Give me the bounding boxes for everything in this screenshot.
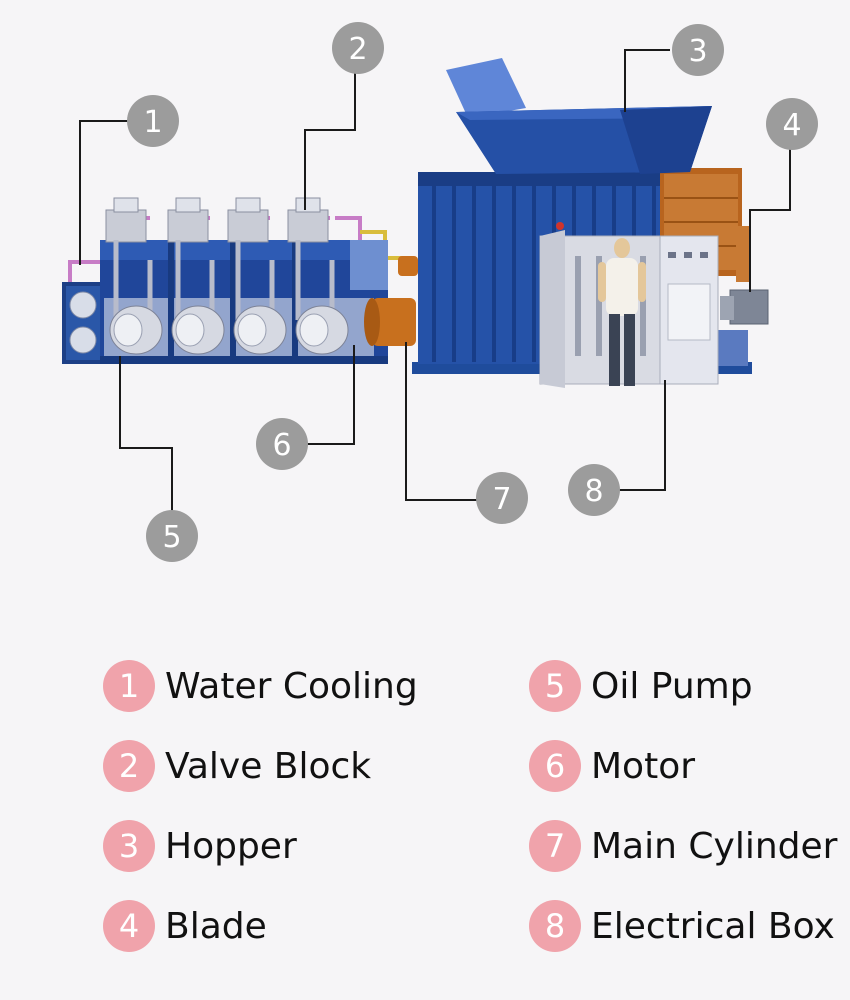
svg-text:7: 7	[492, 482, 511, 517]
legend-label: Valve Block	[165, 745, 372, 787]
machine-diagram: 1 2 3 4 5 6 7 8	[62, 22, 818, 562]
legend-badge: 1	[103, 660, 155, 712]
legend-item-hopper: 3 Hopper	[103, 818, 297, 874]
callout-3: 3	[672, 24, 724, 76]
legend-item-blade: 4 Blade	[103, 898, 267, 954]
main-cylinder	[364, 256, 418, 346]
legend-item-main-cylinder: 7 Main Cylinder	[529, 818, 837, 874]
callout-7: 7	[476, 472, 528, 524]
legend-label: Motor	[591, 745, 696, 787]
svg-text:6: 6	[272, 428, 291, 463]
svg-text:3: 3	[688, 34, 707, 69]
svg-text:5: 5	[162, 520, 181, 555]
svg-text:4: 4	[782, 108, 801, 143]
legend-badge: 8	[529, 900, 581, 952]
callout-8: 8	[568, 464, 620, 516]
legend-item-motor: 6 Motor	[529, 738, 695, 794]
legend-item-valve-block: 2 Valve Block	[103, 738, 371, 794]
svg-text:8: 8	[584, 474, 603, 509]
svg-text:2: 2	[348, 32, 367, 67]
callout-4: 4	[766, 98, 818, 150]
callout-1: 1	[127, 95, 179, 147]
svg-text:1: 1	[143, 105, 162, 140]
legend-label: Main Cylinder	[591, 825, 838, 867]
legend-badge: 6	[529, 740, 581, 792]
legend-label: Hopper	[165, 825, 297, 867]
oil-pump-motor-group	[109, 305, 349, 355]
legend-label: Water Cooling	[165, 665, 418, 707]
legend-item-water-cooling: 1 Water Cooling	[103, 658, 418, 714]
legend-badge: 7	[529, 820, 581, 872]
worker-figure	[598, 238, 646, 386]
hopper	[446, 58, 712, 174]
legend-item-oil-pump: 5 Oil Pump	[529, 658, 753, 714]
legend-label: Blade	[165, 905, 267, 947]
callout-5: 5	[146, 510, 198, 562]
callout-6: 6	[256, 418, 308, 470]
legend-item-electrical-box: 8 Electrical Box	[529, 898, 835, 954]
water-cooling-unit	[62, 282, 104, 364]
callout-2: 2	[332, 22, 384, 74]
leader-lines	[79, 48, 791, 512]
legend-badge: 5	[529, 660, 581, 712]
legend-label: Oil Pump	[591, 665, 753, 707]
valve-block-group	[105, 197, 329, 243]
legend-label: Electrical Box	[591, 905, 835, 947]
legend-badge: 2	[103, 740, 155, 792]
legend-badge: 4	[103, 900, 155, 952]
legend-badge: 3	[103, 820, 155, 872]
